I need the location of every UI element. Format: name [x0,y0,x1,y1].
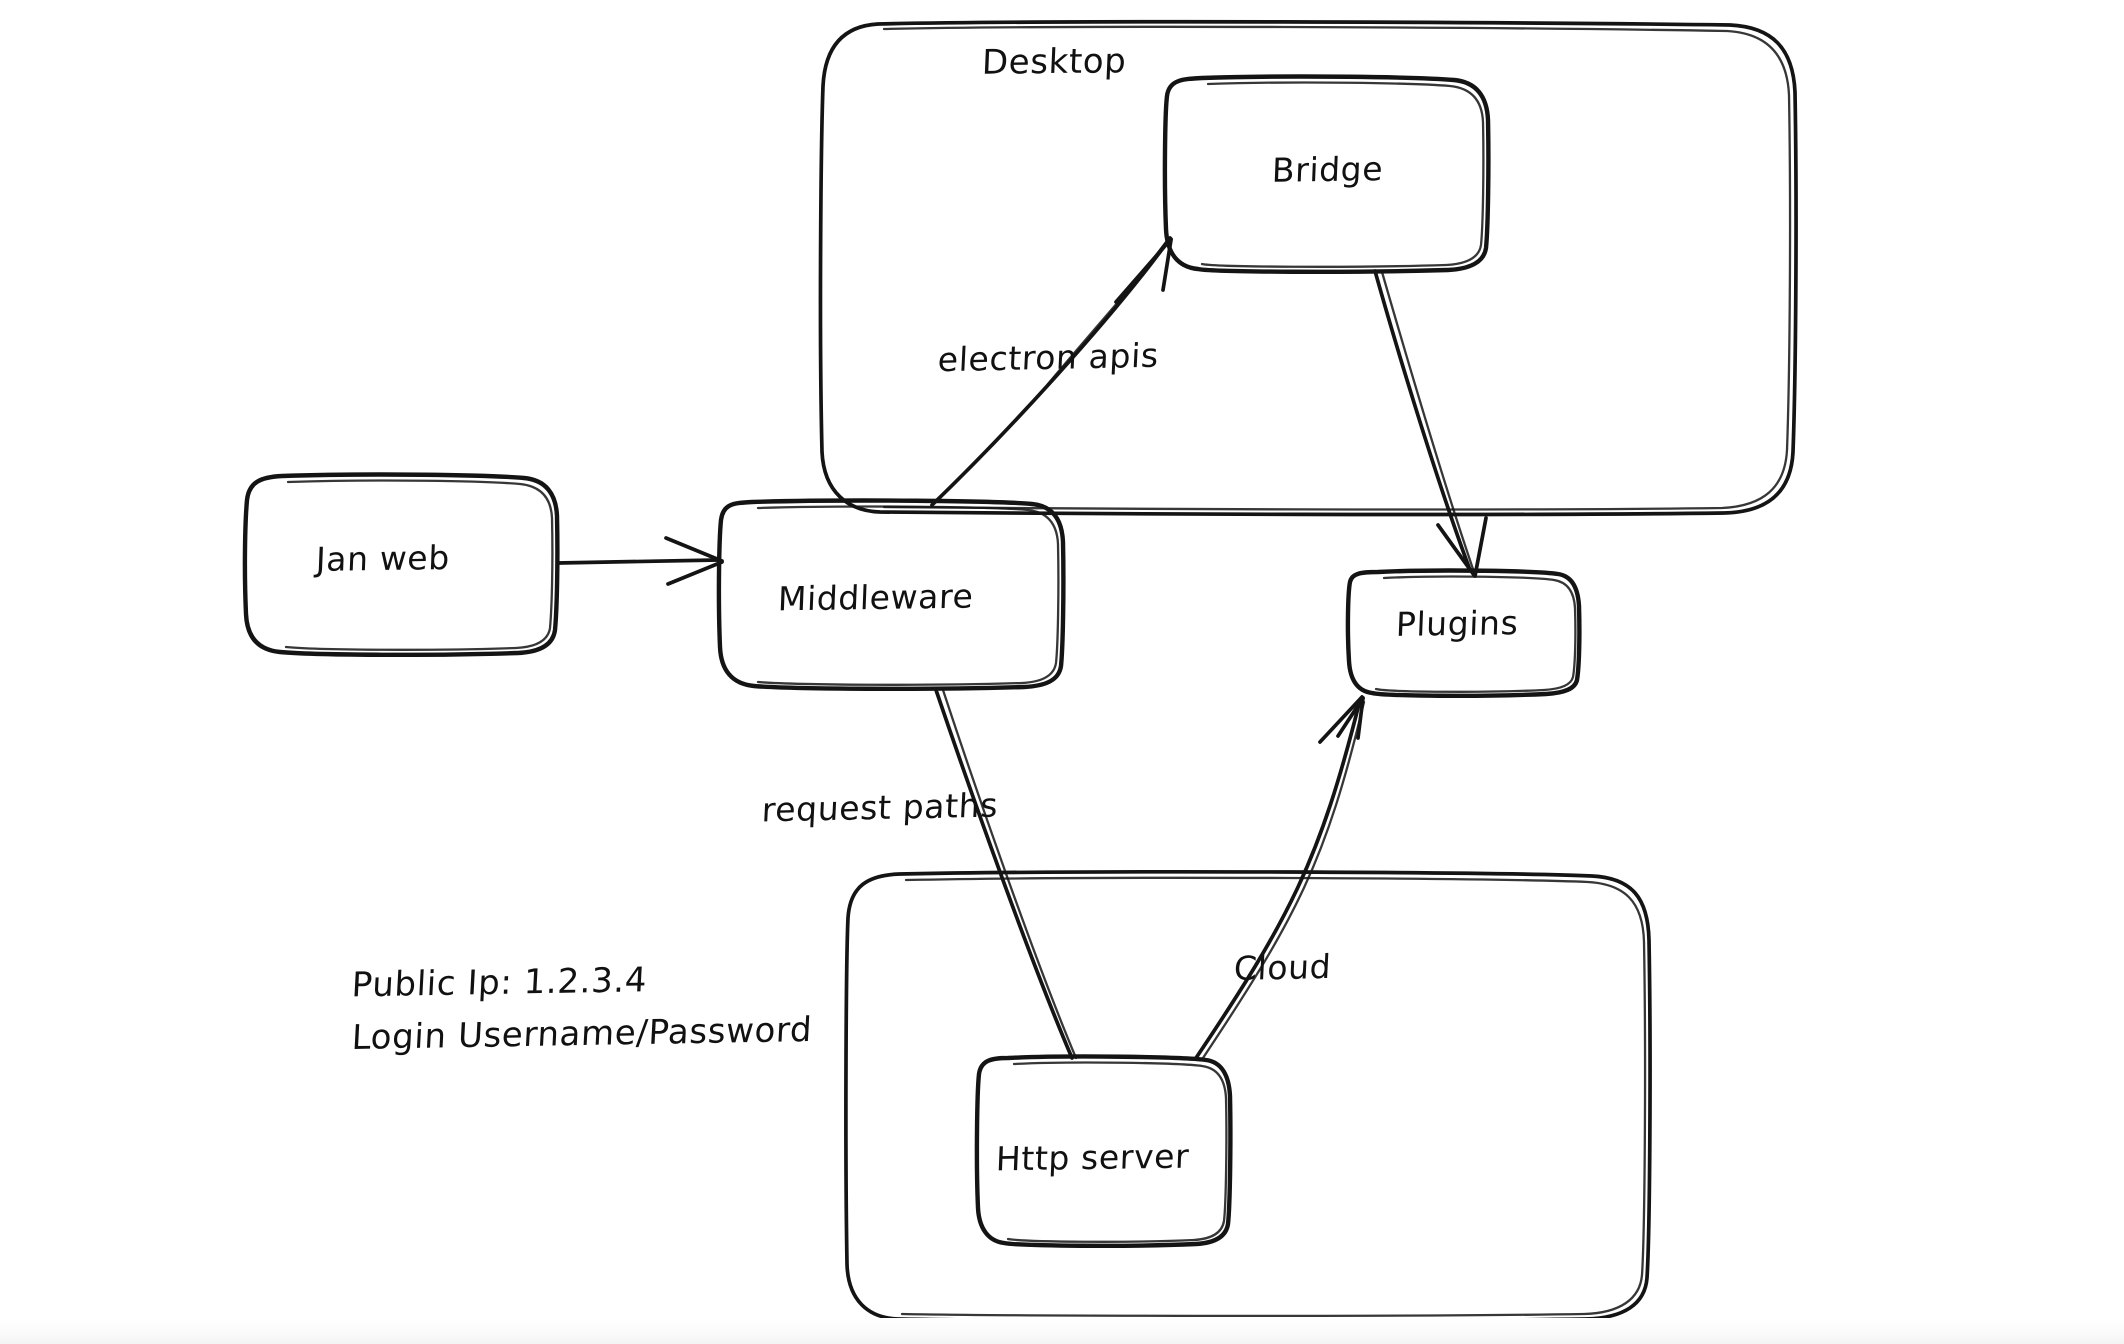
note-public-ip: Public Ip: 1.2.3.4 [350,960,649,1006]
edge-http-server-to-plugins [1194,695,1366,1060]
node-http-server-outline [974,1054,1233,1249]
node-plugins-outline [1345,568,1582,699]
group-desktop-outline [818,19,1798,517]
edge-middleware-to-http-server [934,688,1078,1060]
group-label-desktop: Desktop [981,41,1128,83]
edge-middleware-to-bridge [930,236,1173,507]
node-middleware-outline [716,498,1066,692]
node-label-middleware: Middleware [777,576,975,619]
edge-label-cloud: Cloud [1232,946,1333,989]
edge-jan-web-to-middleware [556,536,724,586]
edge-bridge-to-plugins [1373,269,1488,578]
node-jan-web-outline [242,472,560,658]
note-login: Login Username/Password [352,1010,814,1058]
node-bridge-outline [1162,74,1491,275]
node-label-bridge: Bridge [1271,149,1384,190]
node-label-jan-web: Jan web [315,538,451,579]
node-label-http-server: Http server [995,1136,1191,1179]
edge-label-request-paths: request paths [760,785,1000,830]
edge-label-electron-apis: electron apis [936,335,1160,380]
note-login-clip: Login Username/Password [352,1011,860,1065]
bottom-edge-strip [0,1318,2124,1344]
group-cloud-outline [844,869,1652,1323]
notes-block: Public Ip: 1.2.3.4 Login Username/Passwo… [351,958,860,1059]
node-label-plugins: Plugins [1395,603,1520,644]
